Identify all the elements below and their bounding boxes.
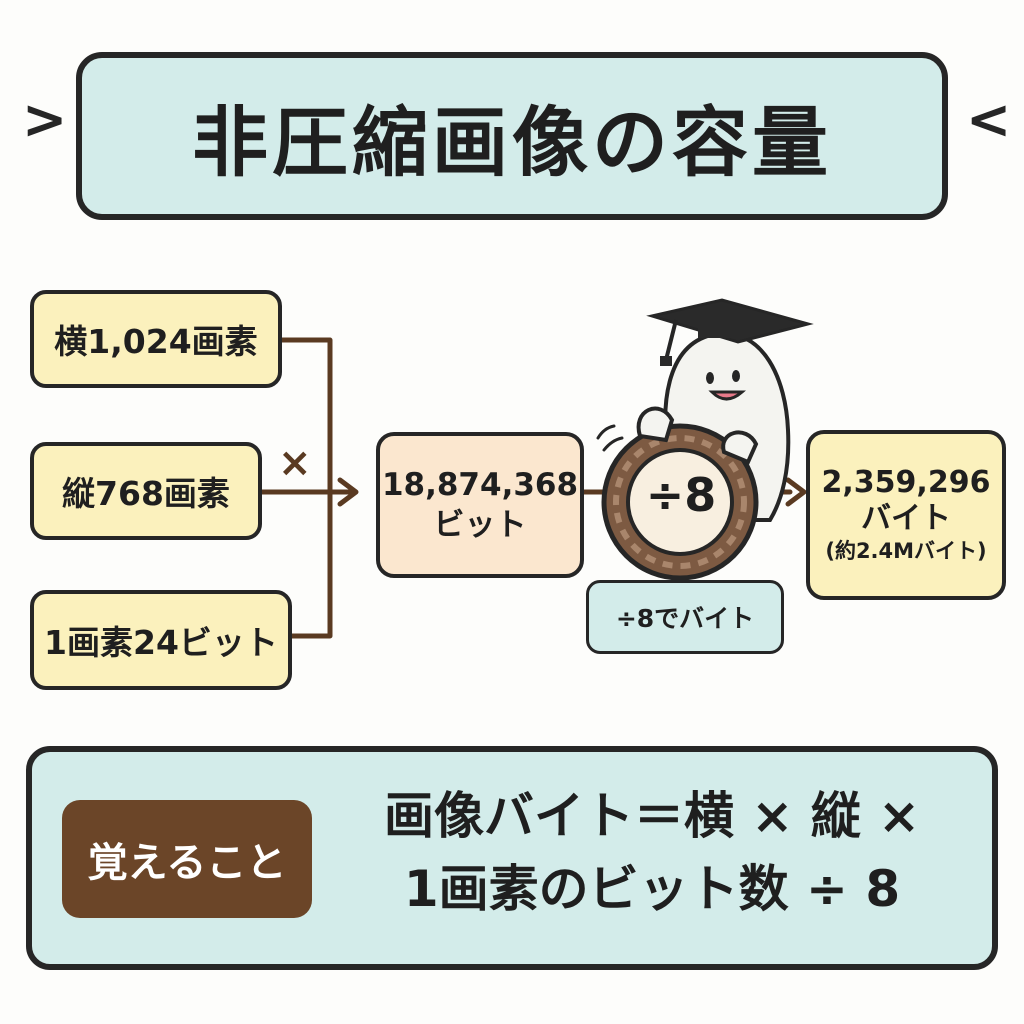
bytes-result-unit: バイト — [861, 501, 951, 537]
bits-result-value: 18,874,368 — [381, 466, 579, 503]
cap-tassel — [664, 319, 678, 361]
coin-divide-label: ÷8 — [645, 468, 717, 522]
divide-note-tag: ÷8でバイト — [586, 580, 784, 654]
input-bits-per-pixel: 1画素24ビット — [30, 590, 292, 690]
right-spark-mark: < — [966, 88, 1012, 151]
arrow-to-bytes-head — [785, 477, 807, 507]
left-spark-mark: > — [22, 88, 68, 151]
motion-marks — [596, 424, 624, 452]
bytes-result-box: 2,359,296 バイト (約2.4Mバイト) — [806, 430, 1006, 600]
input-width-pixels: 横1,024画素 — [30, 290, 282, 388]
input-height-pixels: 縦768画素 — [30, 442, 262, 540]
summary-panel: 覚えること 画像バイト＝横 × 縦 × 1画素のビット数 ÷ 8 — [26, 746, 998, 970]
bytes-result-value: 2,359,296 — [821, 465, 991, 501]
summary-label: 覚えること — [62, 800, 312, 918]
arrow-to-bits-head — [337, 477, 359, 507]
input-height-pixels-label: 縦768画素 — [62, 474, 230, 513]
input-width-pixels-label: 横1,024画素 — [54, 322, 258, 361]
formula-line-2: 1画素のビット数 ÷ 8 — [403, 859, 901, 918]
mascot-mouth — [708, 390, 746, 401]
multiply-sign: × — [278, 440, 312, 486]
bits-result-box: 18,874,368 ビット — [376, 432, 584, 578]
title-banner: 非圧縮画像の容量 — [76, 52, 948, 220]
divide-note-label: ÷8でバイト — [615, 604, 755, 633]
formula-line-1: 画像バイト＝横 × 縦 × — [383, 787, 920, 845]
input-bits-per-pixel-label: 1画素24ビット — [44, 623, 278, 662]
page-title: 非圧縮画像の容量 — [192, 98, 832, 187]
connector-bits — [279, 489, 333, 639]
mascot-right-eye — [732, 370, 740, 382]
bits-result-unit: ビット — [433, 507, 527, 543]
connector-width — [279, 337, 333, 495]
bytes-result-approx: (約2.4Mバイト) — [825, 539, 987, 564]
divide-coin-icon — [601, 423, 759, 581]
mascot-arms — [636, 406, 759, 465]
mascot-left-eye — [706, 372, 714, 384]
summary-formula: 画像バイト＝横 × 縦 × 1画素のビット数 ÷ 8 — [332, 780, 972, 925]
